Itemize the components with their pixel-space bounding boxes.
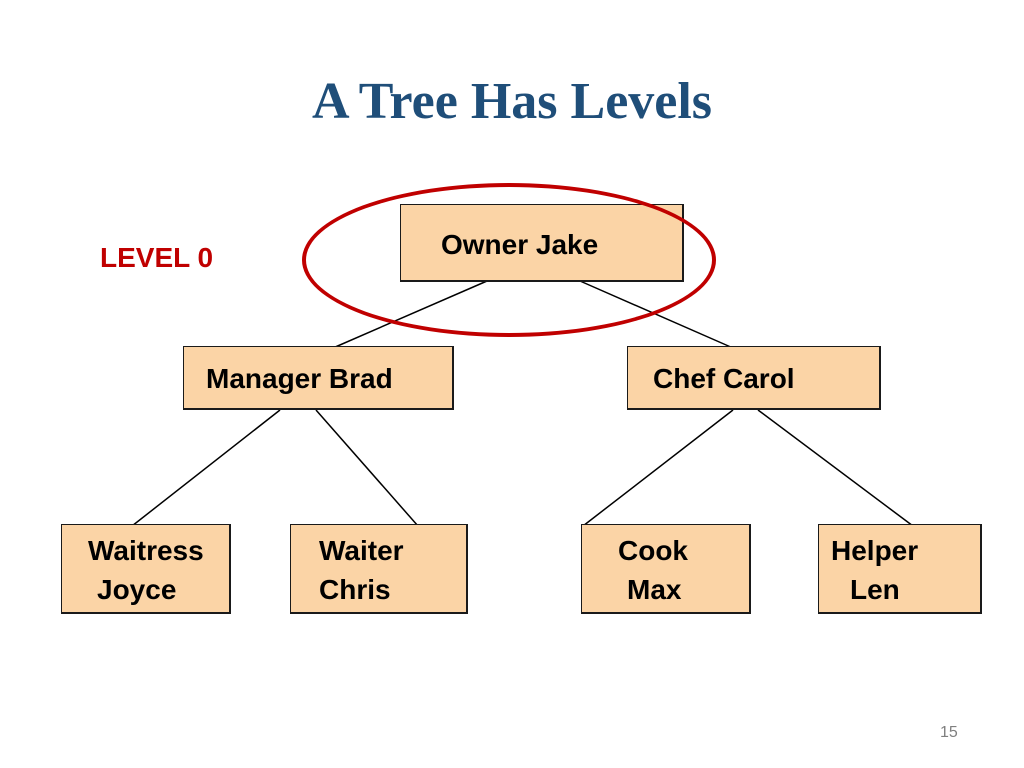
node-label-line2: Max [627,574,682,605]
edge-manager-waiter [315,409,419,527]
node-label-line1: Waitress [88,535,204,566]
node-label-line2: Joyce [97,574,177,605]
node-manager-brad: Manager Brad [183,346,454,410]
page-number: 15 [940,724,958,741]
edge-chef-cook [582,409,734,527]
level-0-highlight-ellipse [302,183,716,337]
node-helper-len: Helper Len [818,524,982,614]
node-label-line1: Cook [618,535,688,566]
edge-chef-helper [757,409,914,527]
node-label: Manager Brad [206,363,393,394]
node-chef-carol: Chef Carol [627,346,881,410]
slide-title: A Tree Has Levels [311,73,713,130]
node-waitress-joyce: Waitress Joyce [61,524,231,614]
node-label-line1: Waiter [319,535,404,566]
node-waiter-chris: Waiter Chris [290,524,468,614]
node-label: Chef Carol [653,363,795,394]
node-cook-max: Cook Max [581,524,751,614]
node-label-line2: Chris [319,574,391,605]
node-label-line1: Helper [831,535,919,566]
level-label: LEVEL 0 [100,242,214,273]
edge-manager-waitress [131,409,281,527]
node-label-line2: Len [850,574,900,605]
